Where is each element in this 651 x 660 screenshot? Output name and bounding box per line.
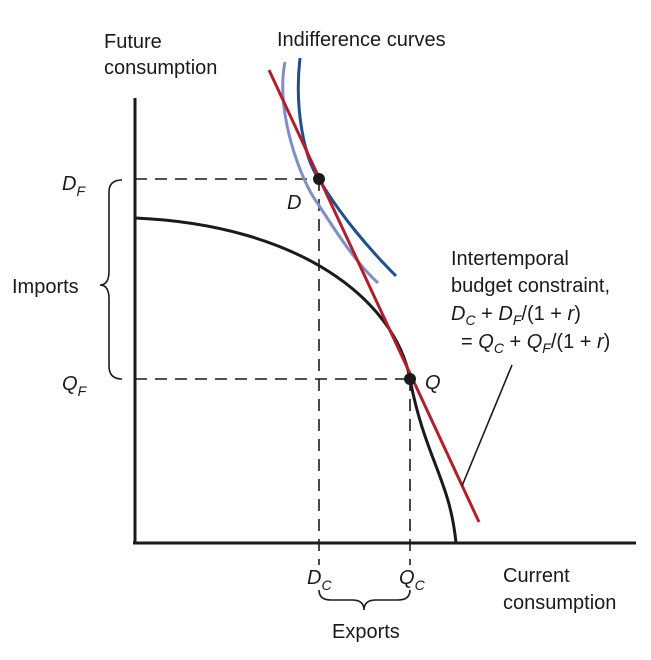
y-axis-label-line1: Future	[104, 31, 162, 53]
imports-brace	[99, 179, 123, 380]
budget-equation-line2: = QC + QF/(1 + r)	[461, 331, 610, 356]
tick-qf: QF	[62, 373, 88, 399]
svg-text:Intertemporal: Intertemporal	[451, 248, 569, 270]
x-axis-label-line1: Current	[503, 565, 570, 587]
imports-label: Imports	[12, 276, 79, 298]
svg-text:Imports: Imports	[12, 276, 79, 298]
budget-label-line2: budget constraint,	[451, 275, 610, 297]
point-d-label: D	[287, 192, 301, 214]
tick-qc: QC	[399, 567, 426, 593]
svg-text:Current: Current	[503, 565, 570, 587]
tick-df: DF	[62, 173, 86, 199]
svg-text:Future: Future	[104, 31, 162, 53]
svg-text:budget constraint,: budget constraint,	[451, 275, 610, 297]
budget-label-pointer	[461, 364, 513, 487]
y-axis-label-line2: consumption	[104, 57, 217, 79]
x-axis-label-line2: consumption	[503, 592, 616, 614]
svg-text:D: D	[287, 192, 301, 214]
budget-label-line1: Intertemporal	[451, 248, 569, 270]
svg-text:Exports: Exports	[332, 621, 400, 643]
budget-equation-line1: DC + DF/(1 + r)	[451, 303, 581, 328]
svg-text:Indifference curves: Indifference curves	[277, 29, 446, 51]
dashed-guides	[135, 178, 411, 565]
point-d-marker	[313, 173, 325, 185]
point-q-label: Q	[425, 372, 441, 394]
indifference-curves-label: Indifference curves	[277, 29, 446, 51]
svg-text:consumption: consumption	[503, 592, 616, 614]
svg-text:consumption: consumption	[104, 57, 217, 79]
svg-text:Q: Q	[425, 372, 441, 394]
tick-dc: DC	[307, 567, 332, 593]
exports-label: Exports	[332, 621, 400, 643]
exports-brace	[318, 589, 411, 611]
budget-constraint-line	[267, 69, 481, 523]
point-q-marker	[404, 373, 416, 385]
